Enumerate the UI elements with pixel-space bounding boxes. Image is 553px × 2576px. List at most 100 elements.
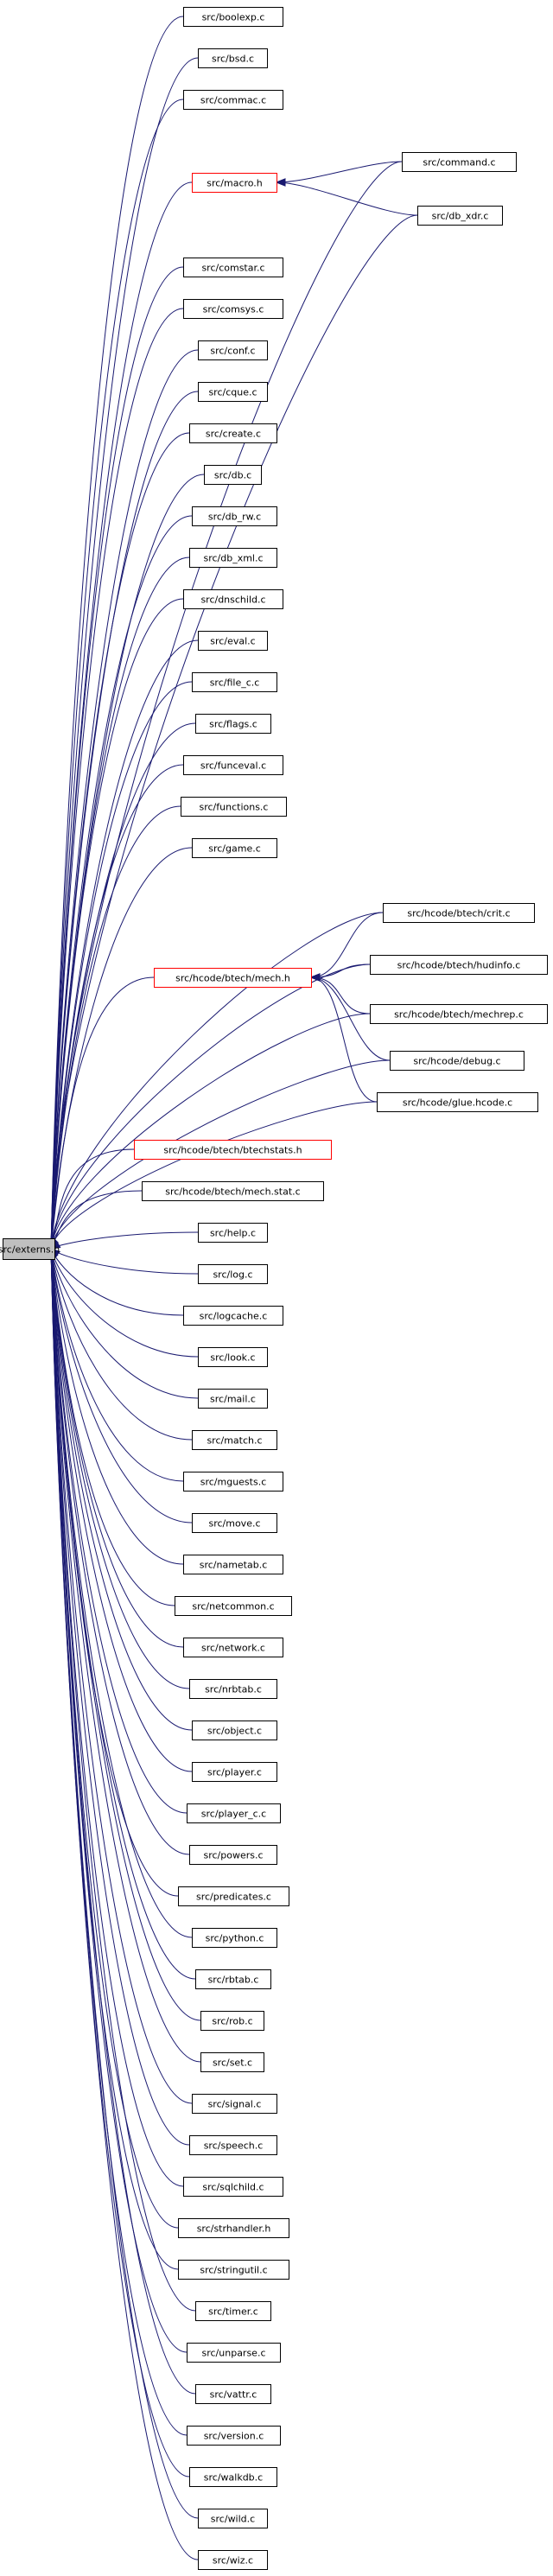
node-version[interactable]: src/version.c <box>187 2426 281 2446</box>
node-macro[interactable]: src/macro.h <box>192 173 277 193</box>
node-mech[interactable]: src/hcode/btech/mech.h <box>154 968 312 988</box>
edge-walkdb-to-root <box>50 1248 190 2477</box>
node-comsys[interactable]: src/comsys.c <box>183 299 283 319</box>
node-predicates[interactable]: src/predicates.c <box>178 1886 289 1906</box>
node-box <box>198 1389 268 1409</box>
node-box <box>370 1004 548 1024</box>
node-box <box>192 672 277 692</box>
node-label: src/create.c <box>206 429 261 440</box>
node-label: src/db_xdr.c <box>432 211 489 222</box>
node-file-c[interactable]: src/file_c.c <box>192 672 277 692</box>
node-powers[interactable]: src/powers.c <box>189 1845 277 1865</box>
node-box <box>198 340 268 360</box>
node-box <box>175 1596 292 1616</box>
node-command[interactable]: src/command.c <box>402 152 517 172</box>
node-eval[interactable]: src/eval.c <box>198 631 268 651</box>
edge-sqlchild-to-root <box>50 1248 184 2187</box>
node-box <box>189 548 277 568</box>
edge-functions-to-root <box>50 805 181 1250</box>
node-look[interactable]: src/look.c <box>198 1347 268 1367</box>
node-dnschild[interactable]: src/dnschild.c <box>183 589 283 609</box>
node-vattr[interactable]: src/vattr.c <box>195 2384 271 2404</box>
node-speech[interactable]: src/speech.c <box>189 2135 277 2155</box>
node-timer[interactable]: src/timer.c <box>195 2301 271 2321</box>
node-db[interactable]: src/db.c <box>204 465 262 485</box>
node-comstar[interactable]: src/comstar.c <box>183 258 283 277</box>
node-label: src/rbtab.c <box>208 1975 259 1986</box>
node-mail[interactable]: src/mail.c <box>198 1389 268 1409</box>
node-nrbtab[interactable]: src/nrbtab.c <box>189 1679 277 1699</box>
node-player-c[interactable]: src/player_c.c <box>187 1803 281 1823</box>
node-crit[interactable]: src/hcode/btech/crit.c <box>383 903 535 923</box>
node-box <box>192 838 277 858</box>
node-glue[interactable]: src/hcode/glue.hcode.c <box>377 1092 538 1112</box>
node-box <box>142 1181 324 1201</box>
node-rob[interactable]: src/rob.c <box>200 2011 264 2031</box>
node-stringutil[interactable]: src/stringutil.c <box>178 2260 289 2280</box>
node-rbtab[interactable]: src/rbtab.c <box>195 1969 271 1989</box>
node-strhandler[interactable]: src/strhandler.h <box>178 2218 289 2238</box>
node-walkdb[interactable]: src/walkdb.c <box>189 2467 277 2487</box>
edge-speech-to-root <box>50 1248 190 2146</box>
node-unparse[interactable]: src/unparse.c <box>187 2343 281 2363</box>
node-box <box>383 903 535 923</box>
node-label: src/wiz.c <box>213 2555 253 2566</box>
node-box <box>187 1803 281 1823</box>
node-label: src/hcode/glue.hcode.c <box>403 1097 512 1109</box>
node-box <box>195 2384 271 2404</box>
edge-create-to-root <box>50 432 190 1250</box>
node-help[interactable]: src/help.c <box>198 1223 268 1243</box>
node-mechrep[interactable]: src/hcode/btech/mechrep.c <box>370 1004 548 1024</box>
node-cque[interactable]: src/cque.c <box>198 382 268 402</box>
node-conf[interactable]: src/conf.c <box>198 340 268 360</box>
node-logcache[interactable]: src/logcache.c <box>183 1306 283 1326</box>
node-functions[interactable]: src/functions.c <box>181 797 287 817</box>
node-root[interactable]: src/externs.h <box>0 1238 60 1260</box>
node-set[interactable]: src/set.c <box>200 2052 264 2072</box>
node-signal[interactable]: src/signal.c <box>192 2094 277 2114</box>
edge-debug-to-root <box>50 1059 391 1250</box>
node-label: src/comsys.c <box>203 304 264 315</box>
node-player[interactable]: src/player.c <box>192 1762 277 1782</box>
node-commac[interactable]: src/commac.c <box>183 90 283 110</box>
node-flags[interactable]: src/flags.c <box>195 714 271 734</box>
node-box <box>192 173 277 193</box>
node-box <box>187 2426 281 2446</box>
node-log[interactable]: src/log.c <box>198 1264 268 1284</box>
node-game[interactable]: src/game.c <box>192 838 277 858</box>
edge-dnschild-to-root <box>50 598 184 1250</box>
node-object[interactable]: src/object.c <box>192 1721 277 1740</box>
node-funceval[interactable]: src/funceval.c <box>183 755 283 775</box>
node-label: src/mail.c <box>210 1394 256 1405</box>
node-hudinfo[interactable]: src/hcode/btech/hudinfo.c <box>370 955 548 975</box>
node-box <box>178 2260 289 2280</box>
node-db-rw[interactable]: src/db_rw.c <box>192 506 277 526</box>
node-box <box>198 2550 268 2570</box>
node-move[interactable]: src/move.c <box>192 1513 277 1533</box>
node-db-xdr[interactable]: src/db_xdr.c <box>417 206 503 226</box>
node-db-xml[interactable]: src/db_xml.c <box>189 548 277 568</box>
edge-vattr-to-root <box>50 1248 196 2395</box>
node-netcommon[interactable]: src/netcommon.c <box>175 1596 292 1616</box>
node-sqlchild[interactable]: src/sqlchild.c <box>183 2177 283 2197</box>
node-nametab[interactable]: src/nametab.c <box>183 1555 283 1574</box>
node-wild[interactable]: src/wild.c <box>198 2509 268 2528</box>
node-wiz[interactable]: src/wiz.c <box>198 2550 268 2570</box>
node-mguests[interactable]: src/mguests.c <box>183 1472 283 1492</box>
edge-hudinfo-to-mech <box>310 964 371 978</box>
node-debug[interactable]: src/hcode/debug.c <box>390 1051 524 1071</box>
node-match[interactable]: src/match.c <box>192 1430 277 1450</box>
node-box <box>3 1238 55 1260</box>
node-bsd[interactable]: src/bsd.c <box>198 48 268 68</box>
arrowhead <box>275 178 286 187</box>
node-box <box>178 2218 289 2238</box>
node-boolexp[interactable]: src/boolexp.c <box>183 7 283 27</box>
node-network[interactable]: src/network.c <box>183 1638 283 1657</box>
node-mechstat[interactable]: src/hcode/btech/mech.stat.c <box>142 1181 324 1201</box>
node-python[interactable]: src/python.c <box>192 1928 277 1948</box>
node-create[interactable]: src/create.c <box>189 423 277 443</box>
node-btechstats[interactable]: src/hcode/btech/btechstats.h <box>134 1140 332 1160</box>
node-box <box>192 1928 277 1948</box>
node-box <box>417 206 503 226</box>
node-box <box>370 955 548 975</box>
